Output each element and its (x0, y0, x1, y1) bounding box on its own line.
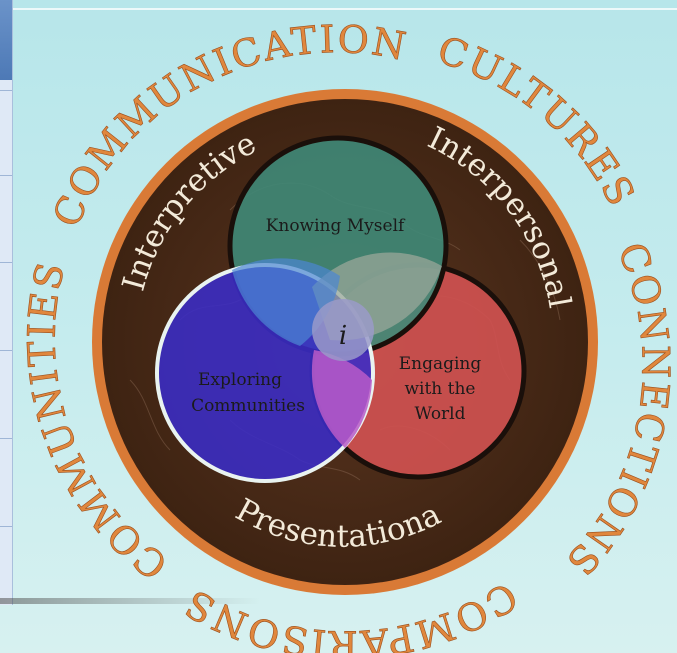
left-slide-strip (0, 0, 13, 605)
center-symbol-i: i (339, 321, 347, 351)
left-strip-divider (0, 175, 12, 176)
label-exploring-line2: Communities (191, 396, 305, 416)
left-strip-divider (0, 262, 12, 263)
label-exploring-line1: Exploring (198, 370, 282, 390)
center-overlap (312, 299, 374, 361)
left-strip-divider (0, 90, 12, 91)
overlap-exploring-engaging (311, 350, 372, 448)
left-strip-divider (0, 438, 12, 439)
label-engaging-line2: with the (404, 379, 475, 399)
label-knowing-myself: Knowing Myself (266, 216, 406, 236)
left-strip-divider (0, 526, 12, 527)
left-strip-selected (0, 0, 12, 80)
left-strip-divider (0, 350, 12, 351)
top-highlight-line (0, 8, 677, 10)
label-engaging-line3: World (415, 404, 466, 424)
label-engaging-line1: Engaging (399, 354, 482, 374)
bottom-shadow (0, 598, 260, 604)
